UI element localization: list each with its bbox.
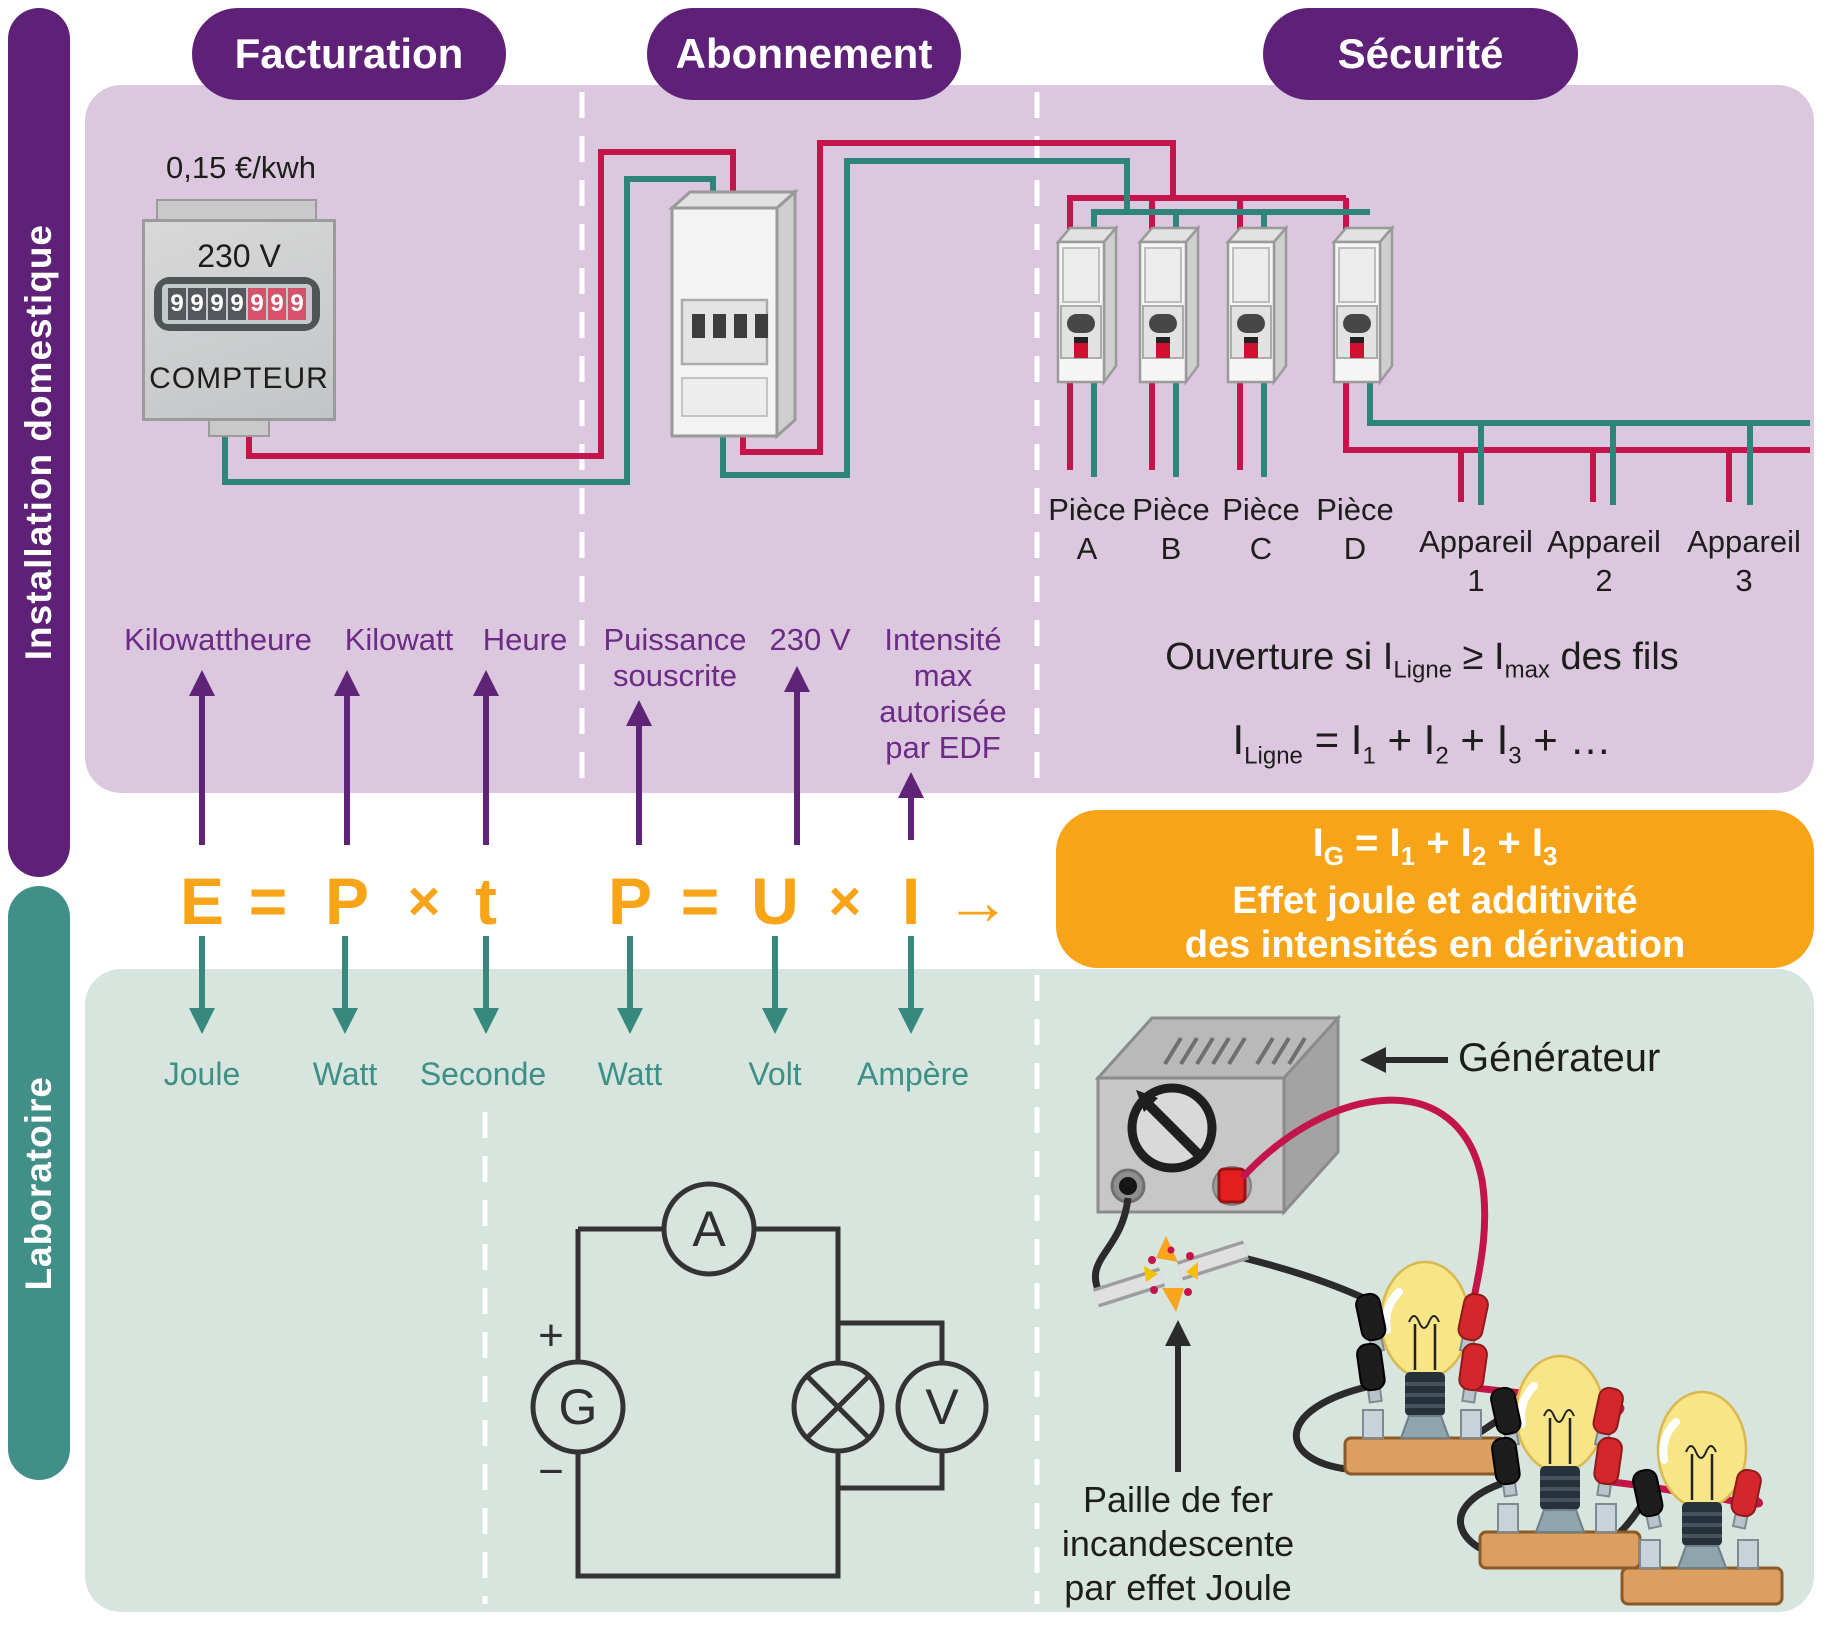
unit-watt-1: Watt [312,1056,378,1092]
ammeter-letter: A [692,1201,726,1257]
minus-sign: − [538,1447,564,1496]
header-facturation: Facturation [192,8,506,100]
unit-volt: Volt [748,1056,802,1092]
iron-wool-annotation: Paille de fer incandescente par effet Jo… [1061,1479,1295,1608]
formula-arrow-right: → [945,864,1011,938]
electric-meter: 230 V 9 9 9 9 9 9 9 COMPTEUR [142,219,336,421]
formula-power-U: U [751,864,799,938]
unit-puissance-souscrite: Puissance souscrite [603,622,747,693]
joule-effect-box: IG = I1 + I2 + I3 Effet joule et additiv… [1056,810,1814,968]
header-abonnement: Abonnement [647,8,961,100]
unit-seconde: Seconde [419,1056,547,1092]
meter-digit: 9 [208,288,226,320]
formula-energy-t: t [475,864,497,938]
rule-opening: Ouverture si ILigne ≥ Imax des fils [1165,636,1679,684]
voltmeter-letter: V [925,1379,959,1435]
formula-energy-E: E [179,864,225,938]
formula-energy-P: P [324,864,370,938]
formula-energy-times: × [407,869,441,932]
header-facturation-label: Facturation [234,30,464,77]
meter-digit: 9 [168,288,186,320]
unit-kilowatt: Kilowatt [344,622,454,657]
meter-digit-decimal: 9 [248,288,266,320]
formula-power-P: P [607,864,653,938]
unit-heure: Heure [482,622,568,657]
meter-name: COMPTEUR [149,362,329,395]
price-label: 0,15 €/kwh [166,150,316,185]
header-abonnement-label: Abonnement [675,30,933,77]
formula-power-eq: = [680,864,720,938]
orange-formula: IG = I1 + I2 + I3 [1312,821,1558,871]
meter-voltage: 230 V [197,238,281,274]
orange-line3: des intensités en dérivation [1184,924,1686,966]
meter-digit-decimal: 9 [268,288,286,320]
unit-230v: 230 V [769,622,851,657]
sidebar-laboratoire: Laboratoire [8,886,70,1480]
sidebar-laboratoire-label: Laboratoire [18,1075,59,1291]
unit-watt-2: Watt [597,1056,663,1092]
unit-intensite-max: Intensité max autorisée par EDF [879,622,1007,765]
orange-line2: Effet joule et additivité [1232,880,1638,922]
meter-digit: 9 [228,288,246,320]
unit-ampere: Ampère [856,1056,970,1092]
formula-power-times: × [828,869,862,932]
sidebar-installation-domestique: Installation domestique [8,8,70,877]
unit-joule: Joule [163,1056,241,1092]
formula-energy-eq: = [248,864,288,938]
rule-sum-currents: ILigne = I1 + I2 + I3 + … [1232,716,1612,770]
generator-annotation: Générateur [1458,1036,1661,1080]
meter-digit-decimal: 9 [288,288,306,320]
header-securite: Sécurité [1263,8,1578,100]
unit-kilowattheure: Kilowattheure [124,622,312,657]
meter-display: 9 9 9 9 9 9 9 [154,277,320,331]
sidebar-installation-label: Installation domestique [18,224,59,661]
meter-digit: 9 [188,288,206,320]
plus-sign: + [538,1311,564,1360]
generator-letter: G [558,1379,598,1435]
header-securite-label: Sécurité [1337,30,1504,77]
formula-power-I: I [901,864,921,938]
meter-digit-window: 9 9 9 9 9 9 9 [162,284,312,324]
